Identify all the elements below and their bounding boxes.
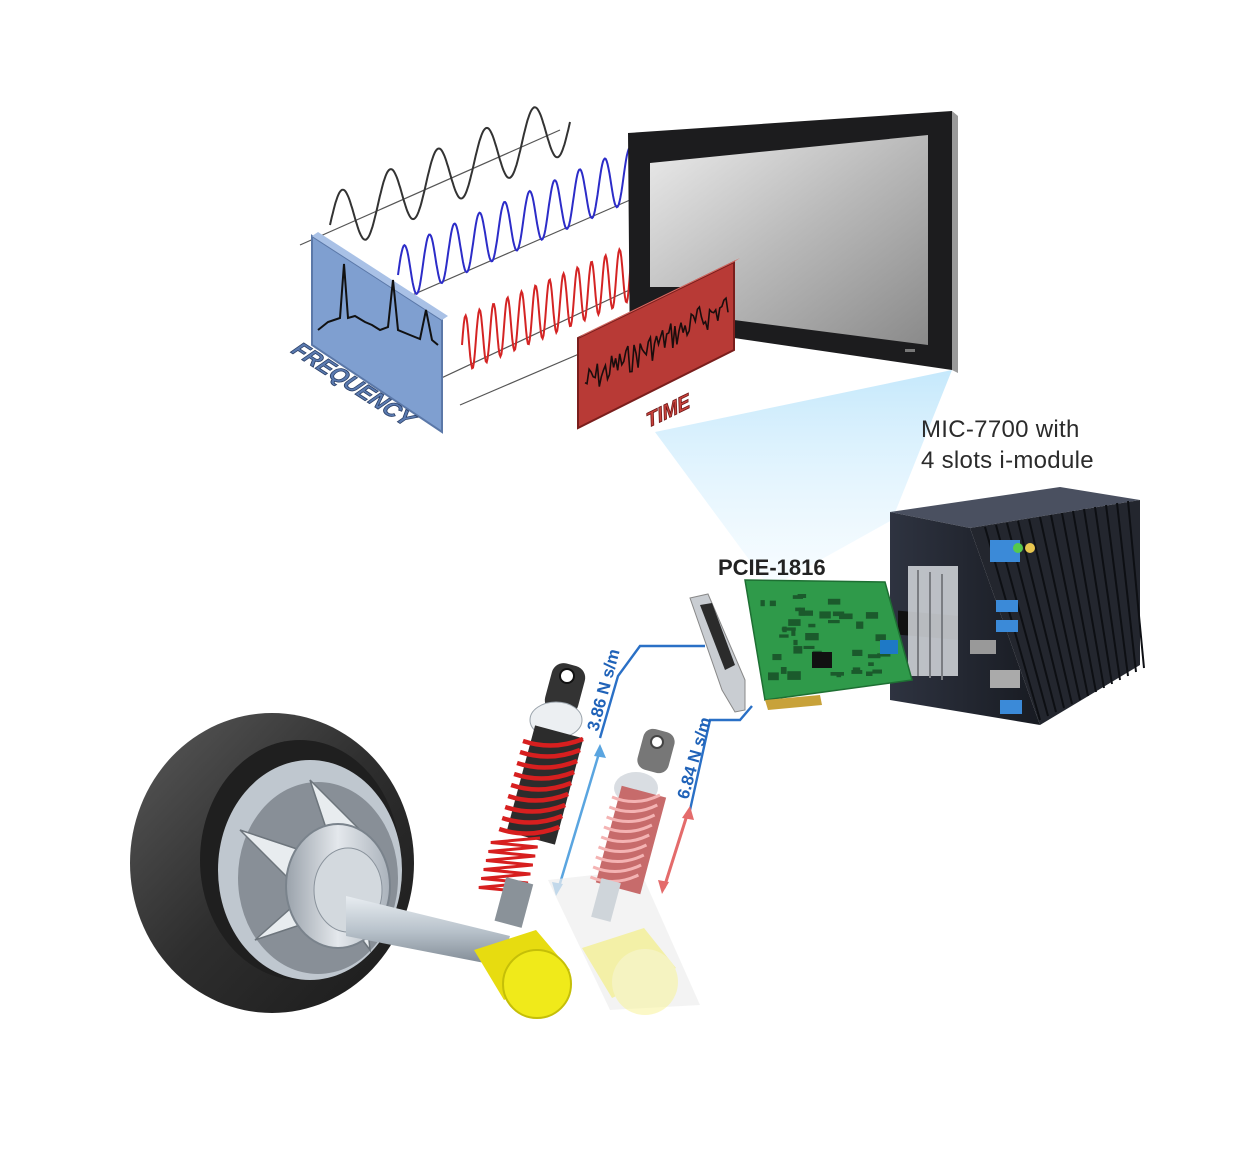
signal-lines — [598, 644, 753, 811]
heatsink-fin — [1028, 518, 1073, 705]
pcb-component — [819, 611, 831, 619]
sensor-cylinder-ghost — [582, 928, 678, 1015]
damping-arrow-red — [658, 806, 694, 894]
pcie-card-icon — [689, 579, 913, 713]
frequency-panel — [311, 232, 448, 434]
heatsink-fin — [1105, 504, 1129, 677]
pcb-component — [799, 610, 813, 616]
spring-coil — [501, 813, 564, 825]
spring-coil — [606, 813, 656, 823]
time-panel — [577, 258, 740, 430]
pcb-component — [866, 671, 873, 676]
black-sine-wave — [329, 106, 571, 241]
spring-coil — [510, 780, 572, 792]
heatsink-fin — [1072, 510, 1105, 689]
heatsink-fin — [1094, 506, 1121, 681]
pcb-component — [852, 667, 861, 673]
pcb-component — [803, 645, 815, 649]
pcb-component — [872, 669, 882, 674]
pcb-component — [805, 633, 819, 641]
pcb-component — [867, 654, 881, 659]
pcb-component — [828, 620, 840, 624]
spring-coil — [516, 758, 578, 770]
spring-coil — [519, 747, 581, 759]
heatsink-fin — [1127, 500, 1145, 669]
spring-coil — [589, 873, 640, 883]
damping-value-1: 3.86 N s/m — [584, 647, 624, 733]
spring-coil — [608, 803, 658, 813]
pcb-component — [877, 653, 891, 657]
pcb-component — [832, 611, 845, 617]
damping-value-2: 6.84 N s/m — [674, 715, 715, 801]
pcb-component — [769, 600, 776, 607]
fanless-box-pc-icon — [890, 487, 1145, 725]
pcb-component — [779, 634, 789, 638]
heatsink-fin — [1116, 502, 1137, 673]
pcb-component — [788, 619, 801, 626]
heatsink-fin — [1083, 508, 1113, 685]
spring-coil — [611, 793, 661, 803]
heatsink-fin — [1017, 520, 1065, 709]
pcb-component — [808, 623, 816, 628]
spring-coil — [603, 823, 653, 833]
axle — [346, 896, 510, 966]
spring-coil — [504, 802, 567, 814]
pcb-component — [787, 671, 801, 680]
pcb-component — [792, 595, 803, 599]
spring-coil — [597, 843, 648, 853]
pcb-component — [868, 662, 874, 666]
pcb-component — [827, 598, 841, 605]
pcb-component — [780, 667, 787, 674]
mic-label-line2: 4 slots i-module — [921, 447, 1094, 474]
pcb-component — [865, 612, 879, 619]
pcb-component — [795, 607, 801, 612]
heatsink-fin — [1061, 512, 1097, 693]
pcb-component — [791, 629, 796, 636]
sensor-cylinder — [474, 930, 572, 1019]
projection-beam — [655, 370, 952, 588]
pcb-component — [781, 627, 796, 631]
pcb-component — [772, 654, 782, 661]
spring-coil — [522, 736, 584, 748]
heatsink-fin — [1050, 514, 1089, 697]
blue-sine-wave — [397, 146, 637, 296]
wheel-icon — [130, 713, 414, 1013]
heatsink-fin — [1039, 516, 1081, 701]
spring-coil — [507, 791, 569, 803]
spring-coil — [513, 769, 575, 781]
mic-7700-label: MIC-7700 with 4 slots i-module — [921, 414, 1094, 476]
pcb-component — [768, 672, 779, 681]
spring-coil — [592, 863, 642, 873]
pcb-component — [839, 613, 853, 620]
spring-coil — [600, 833, 650, 843]
pcb-component — [798, 607, 805, 616]
pcie-1816-label: PCIE-1816 — [718, 555, 826, 580]
shock-absorber-icon — [478, 663, 586, 928]
pcb-component — [836, 672, 842, 678]
pcb-component — [856, 621, 864, 629]
spring-coil — [595, 853, 645, 863]
pcb-component — [852, 649, 863, 656]
mic-label-line1: MIC-7700 with — [921, 416, 1080, 443]
pcb-chip — [812, 652, 832, 668]
pcb-component — [793, 646, 803, 654]
pcb-component — [760, 600, 765, 607]
spring-coil — [498, 824, 561, 836]
pcb-component — [875, 634, 886, 642]
pcb-component — [793, 639, 798, 646]
